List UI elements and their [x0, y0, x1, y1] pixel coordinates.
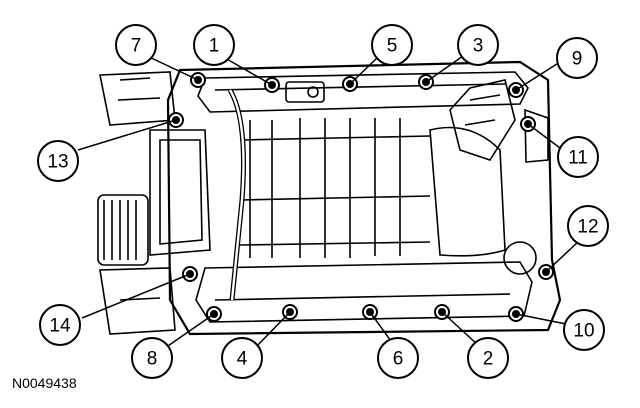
callout-13: 13 [37, 140, 79, 182]
callout-11-label: 11 [568, 148, 588, 169]
callout-2-label: 2 [483, 349, 494, 370]
callout-9-label: 9 [572, 49, 583, 70]
callout-14: 14 [39, 304, 81, 346]
callout-13-label: 13 [47, 152, 68, 173]
callout-4-label: 4 [237, 349, 248, 370]
leader-lines [77, 55, 581, 349]
callout-8: 8 [131, 337, 173, 379]
figure-id: N0049438 [12, 375, 77, 391]
callout-6: 6 [377, 337, 419, 379]
callout-1-label: 1 [209, 36, 220, 57]
callout-7: 7 [115, 24, 157, 66]
callout-10: 10 [563, 309, 605, 351]
callout-4: 4 [221, 337, 263, 379]
callout-6-label: 6 [393, 349, 404, 370]
callout-3-label: 3 [473, 36, 484, 57]
callout-14-label: 14 [49, 316, 71, 337]
engine-illustration [97, 60, 562, 336]
callout-12: 12 [567, 205, 609, 247]
callout-12-label: 12 [577, 217, 598, 238]
callouts: 7 1 5 3 9 13 11 12 [37, 24, 609, 379]
callout-8-label: 8 [147, 349, 158, 370]
callout-9: 9 [556, 37, 598, 79]
callout-5: 5 [371, 24, 413, 66]
callout-2: 2 [467, 337, 509, 379]
callout-3: 3 [457, 24, 499, 66]
callout-10-label: 10 [573, 321, 594, 342]
callout-5-label: 5 [387, 36, 398, 57]
callout-7-label: 7 [131, 36, 142, 57]
callout-1: 1 [193, 24, 235, 66]
callout-11: 11 [557, 136, 599, 178]
